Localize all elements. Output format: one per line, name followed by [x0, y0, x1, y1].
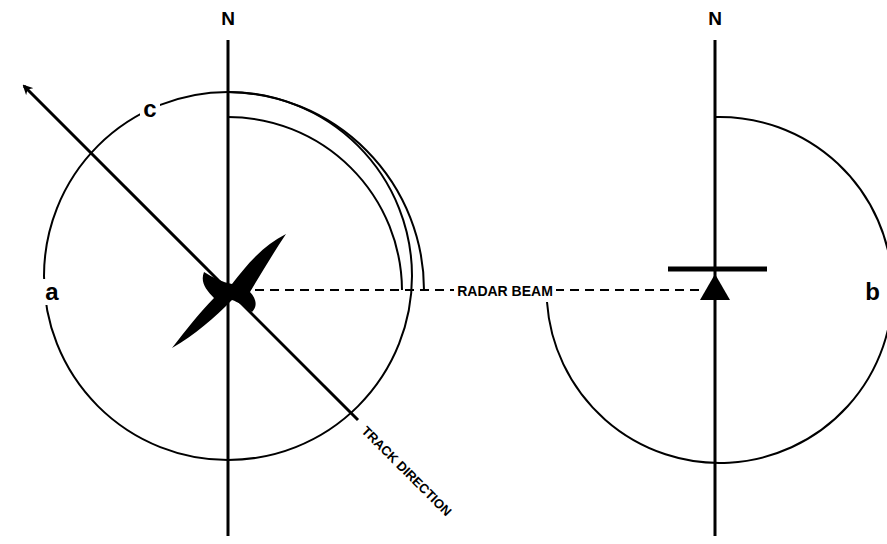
north-label: N	[705, 8, 725, 29]
angle-letter: a	[42, 279, 61, 305]
track-line	[24, 86, 358, 420]
bird-silhouette	[172, 234, 286, 348]
radar-symbol	[700, 274, 730, 300]
angle-letter: c	[140, 96, 159, 122]
north-label: N	[218, 8, 238, 29]
heading-circle	[44, 92, 412, 460]
bearing-arc	[547, 117, 887, 463]
beam-label: RADAR BEAM	[454, 283, 556, 299]
radar-antenna	[668, 267, 767, 272]
angle-letter: b	[862, 279, 883, 305]
track-label: TRACK DIRECTION	[359, 423, 453, 517]
